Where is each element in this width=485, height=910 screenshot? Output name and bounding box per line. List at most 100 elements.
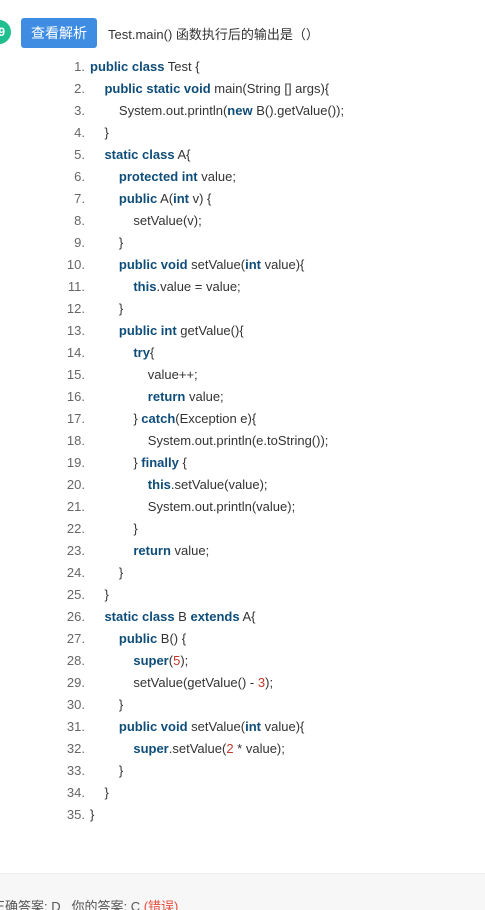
code-text: [90, 540, 133, 562]
line-number: 15: [60, 364, 85, 386]
line-number: 17: [60, 408, 85, 430]
code-keyword: public void: [118, 719, 188, 734]
view-analysis-button[interactable]: 查看解析: [21, 18, 97, 48]
line-number: 10: [60, 254, 85, 276]
code-text: value;: [197, 169, 236, 184]
code-line: 11 this.value = value;: [60, 276, 480, 298]
code-line: 14 try{: [60, 342, 480, 364]
code-text: B() {: [157, 631, 187, 646]
code-line: 23 return value;: [60, 540, 480, 562]
code-text: }: [90, 235, 124, 250]
code-number: 5: [173, 653, 181, 668]
code-text: {: [178, 455, 187, 470]
code-text: );: [180, 653, 189, 668]
line-number: 19: [60, 452, 85, 474]
code-keyword: public: [118, 631, 158, 646]
code-line: 1public class Test {: [60, 56, 480, 78]
code-text: setValue(: [187, 719, 246, 734]
line-number: 26: [60, 606, 85, 628]
code-text: [90, 144, 104, 166]
code-line: 13 public int getValue(){: [60, 320, 480, 342]
line-number: 2: [60, 78, 85, 100]
code-text: A{: [239, 609, 256, 624]
code-text: value++;: [90, 367, 198, 382]
line-number: 28: [60, 650, 85, 672]
code-keyword: extends: [190, 609, 240, 624]
code-text: [90, 650, 133, 672]
code-keyword: public class: [90, 59, 165, 74]
answer-footer: 正确答案: D 你的答案: C (错误): [0, 873, 485, 910]
code-line: 3 System.out.println(new B().getValue())…: [60, 100, 480, 122]
code-text: [90, 386, 148, 408]
code-text: value){: [261, 257, 305, 272]
code-line: 9 }: [60, 232, 480, 254]
code-text: A{: [174, 147, 191, 162]
line-number: 7: [60, 188, 85, 210]
code-text: }: [90, 697, 124, 712]
code-line: 17 } catch(Exception e){: [60, 408, 480, 430]
code-keyword: this: [133, 279, 157, 294]
code-line: 29 setValue(getValue() - 3);: [60, 672, 480, 694]
code-keyword: int: [245, 719, 261, 734]
code-line: 33 }: [60, 760, 480, 782]
code-text: (Exception e){: [175, 411, 257, 426]
code-text: getValue(){: [176, 323, 244, 338]
code-text: [90, 716, 119, 738]
code-text: );: [265, 675, 274, 690]
line-number: 6: [60, 166, 85, 188]
line-number: 29: [60, 672, 85, 694]
code-text: }: [90, 587, 109, 602]
code-line: 16 return value;: [60, 386, 480, 408]
line-number: 32: [60, 738, 85, 760]
line-number: 22: [60, 518, 85, 540]
code-line: 32 super.setValue(2 * value);: [60, 738, 480, 760]
code-line: 30 }: [60, 694, 480, 716]
code-text: {: [149, 345, 155, 360]
line-number: 33: [60, 760, 85, 782]
code-text: .setValue(value);: [170, 477, 268, 492]
code-text: B().getValue());: [252, 103, 345, 118]
code-text: [90, 78, 104, 100]
question-number-badge: 9: [0, 20, 11, 44]
code-text: }: [90, 301, 124, 316]
code-text: }: [90, 521, 138, 536]
code-text: main(String [] args){: [210, 81, 330, 96]
code-line: 27 public B() {: [60, 628, 480, 650]
code-text: .value = value;: [156, 279, 241, 294]
code-line: 28 super(5);: [60, 650, 480, 672]
code-text: [90, 254, 119, 276]
code-line: 5 static class A{: [60, 144, 480, 166]
correct-answer: 正确答案: D: [0, 899, 61, 910]
code-line: 20 this.setValue(value);: [60, 474, 480, 496]
code-text: A(: [157, 191, 174, 206]
code-line: 24 }: [60, 562, 480, 584]
answer-summary: 正确答案: D 你的答案: C (错误): [0, 896, 178, 910]
code-keyword: public void: [118, 257, 188, 272]
code-text: [90, 188, 119, 210]
code-line: 2 public static void main(String [] args…: [60, 78, 480, 100]
line-number: 23: [60, 540, 85, 562]
code-text: value;: [185, 389, 224, 404]
line-number: 9: [60, 232, 85, 254]
line-number: 14: [60, 342, 85, 364]
code-keyword: super: [133, 741, 169, 756]
line-number: 3: [60, 100, 85, 122]
code-text: }: [90, 125, 109, 140]
code-line: 15 value++;: [60, 364, 480, 386]
code-text: [90, 342, 133, 364]
code-text: }: [90, 785, 109, 800]
line-number: 31: [60, 716, 85, 738]
code-text: v) {: [188, 191, 212, 206]
code-text: [90, 474, 148, 496]
code-keyword: int: [245, 257, 261, 272]
code-line: 25 }: [60, 584, 480, 606]
line-number: 11: [60, 276, 85, 298]
code-line: 12 }: [60, 298, 480, 320]
line-number: 21: [60, 496, 85, 518]
code-text: .setValue(: [168, 741, 227, 756]
line-number: 13: [60, 320, 85, 342]
code-text: setValue(v);: [90, 213, 202, 228]
code-text: }: [90, 411, 142, 426]
code-text: }: [90, 763, 124, 778]
code-text: value){: [261, 719, 305, 734]
